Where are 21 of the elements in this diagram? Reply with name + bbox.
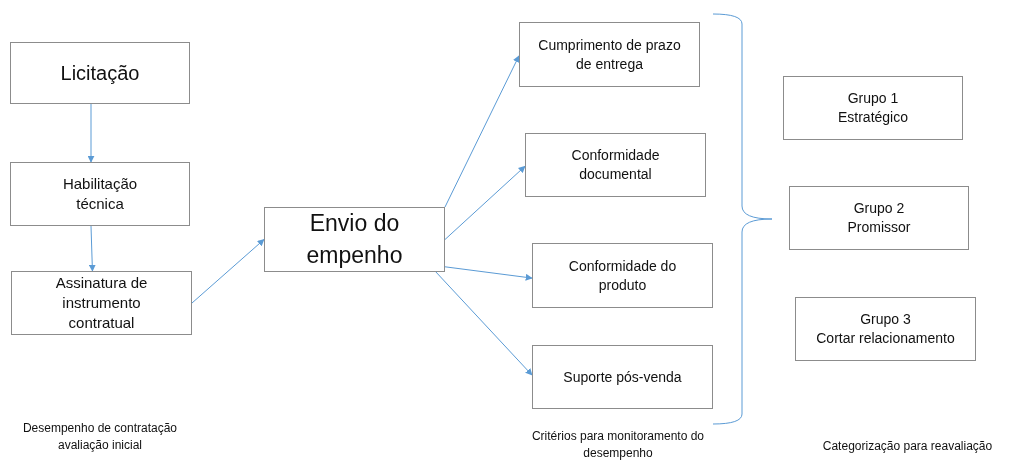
- arrow: [88, 225, 96, 272]
- process-box: Habilitação técnica: [10, 162, 190, 226]
- arrow: [87, 103, 95, 163]
- arrow: [444, 165, 526, 240]
- arrow: [444, 55, 520, 208]
- process-box: Grupo 2 Promissor: [789, 186, 969, 250]
- caption-text: Desempenho de contratação avaliação inicial: [21, 420, 179, 454]
- process-box: Envio do empenho: [264, 207, 445, 272]
- caption-text: Categorização para reavaliação: [821, 438, 994, 455]
- process-box: Cumprimento de prazo de entrega: [519, 22, 700, 87]
- process-box: Conformidade documental: [525, 133, 706, 197]
- process-box: Conformidade do produto: [532, 243, 713, 308]
- process-box: Grupo 1 Estratégico: [783, 76, 963, 140]
- caption-text: Critérios para monitoramento do desempenho: [530, 428, 706, 460]
- arrow: [435, 271, 533, 376]
- arrow: [444, 266, 533, 281]
- process-box: Assinatura de instrumento contratual: [11, 271, 192, 335]
- process-box: Grupo 3 Cortar relacionamento: [795, 297, 976, 361]
- arrow: [191, 239, 265, 304]
- process-box: Suporte pós-venda: [532, 345, 713, 409]
- process-box: Licitação: [10, 42, 190, 104]
